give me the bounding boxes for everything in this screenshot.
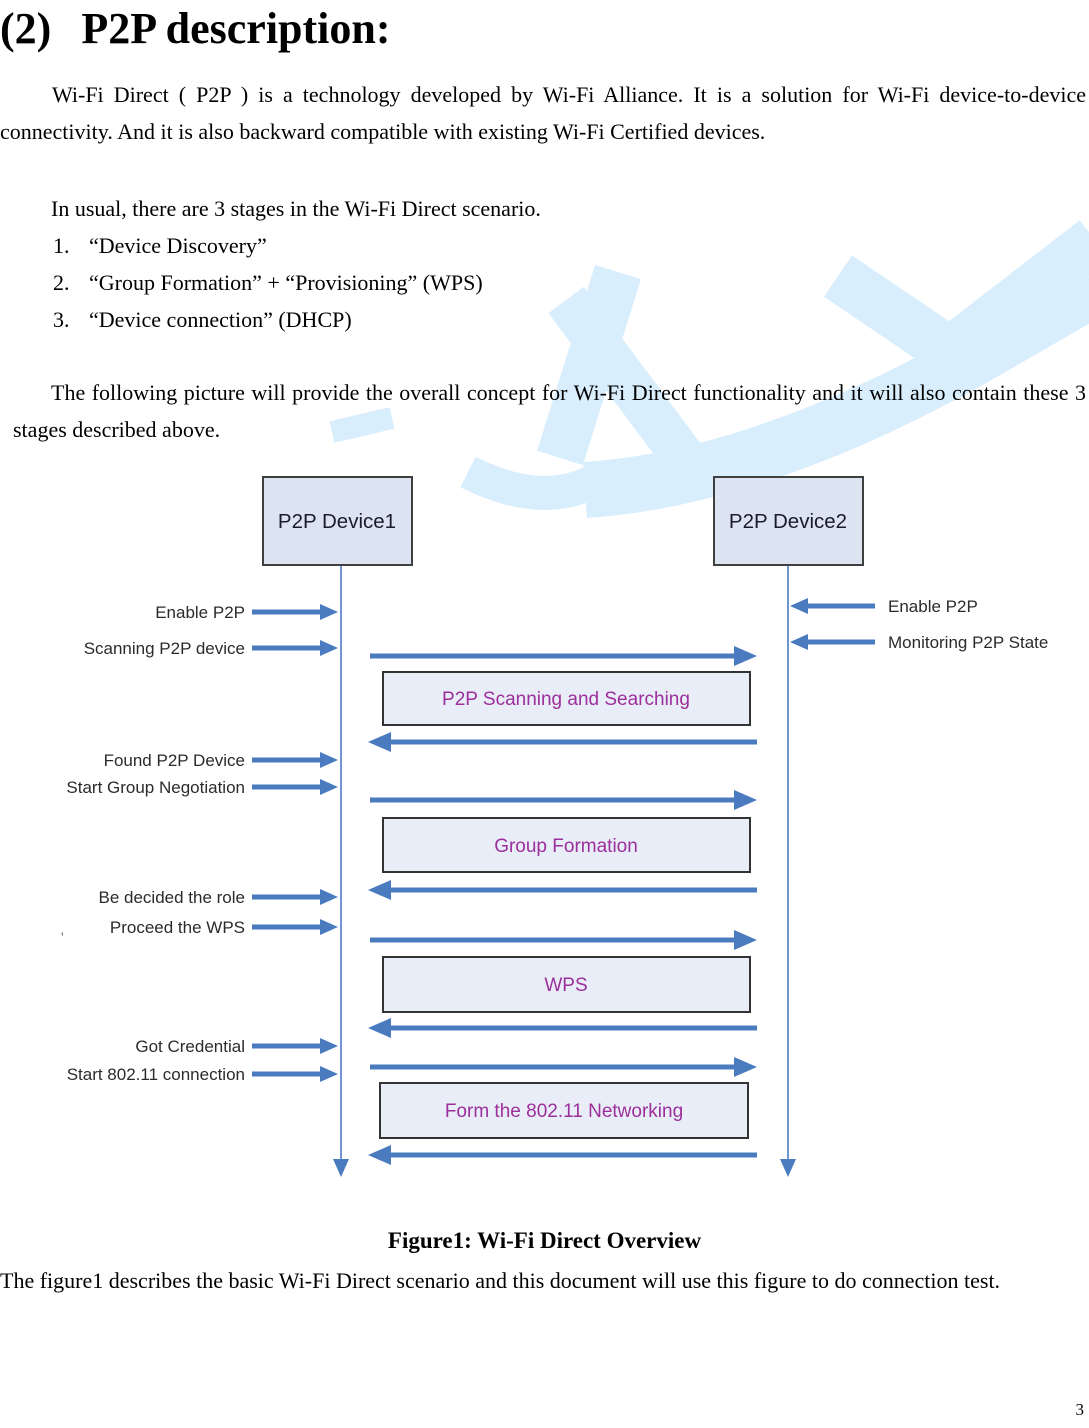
stage-list: 1. “Device Discovery” 2. “Group Formatio… [53, 227, 483, 338]
left-event-arrows [252, 604, 338, 1082]
section-heading: (2) P2P description: [0, 2, 391, 56]
device1-label: P2P Device1 [278, 510, 396, 533]
list-item-number: 3. [53, 307, 70, 332]
list-item-number: 1. [53, 233, 70, 258]
event-label: Enable P2P [888, 597, 978, 616]
paragraph-figure-lead: The following picture will provide the o… [13, 380, 1086, 442]
event-label: Found P2P Device [104, 751, 245, 770]
section-title: P2P description: [81, 4, 391, 53]
stage-box-label: Group Formation [494, 836, 638, 857]
wifi-direct-sequence-diagram: P2P Device1 P2P Device2 Enable P2P Scann… [66, 476, 1048, 1177]
right-event-arrows [790, 598, 875, 650]
left-event-labels: Enable P2P Scanning P2P device Found P2P… [66, 603, 245, 1084]
device1-box: P2P Device1 [262, 476, 413, 566]
list-item-number: 2. [53, 270, 70, 295]
watermark-logo [329, 220, 1089, 518]
section-number: (2) [0, 4, 52, 53]
lifeline-arrowhead-device1 [333, 1159, 349, 1177]
device2-label: P2P Device2 [729, 510, 847, 533]
figure-caption: Figure1: Wi-Fi Direct Overview [387, 1228, 702, 1253]
lifelines [340, 565, 789, 1161]
event-label: Enable P2P [155, 603, 245, 622]
stage-box-group-formation: Group Formation [382, 817, 751, 873]
list-item: 2. “Group Formation” + “Provisioning” (W… [53, 264, 483, 301]
device2-box: P2P Device2 [713, 476, 864, 566]
stage-box-networking: Form the 802.11 Networking [379, 1082, 749, 1139]
event-label: Scanning P2P device [84, 639, 245, 658]
stage-box-scanning: P2P Scanning and Searching [382, 671, 751, 726]
stages-intro-line: In usual, there are 3 stages in the Wi-F… [51, 196, 541, 221]
list-item: 3. “Device connection” (DHCP) [53, 301, 483, 338]
list-item-text: “Group Formation” + “Provisioning” (WPS) [89, 270, 483, 295]
stage-box-label: P2P Scanning and Searching [442, 689, 690, 710]
stage-box-label: Form the 802.11 Networking [445, 1101, 683, 1122]
stage-box-label: WPS [544, 975, 587, 996]
event-label: Monitoring P2P State [888, 633, 1048, 652]
event-label: Start 802.11 connection [67, 1065, 245, 1084]
event-label: Got Credential [135, 1037, 245, 1056]
right-event-labels: Enable P2P Monitoring P2P State [888, 597, 1048, 652]
paragraph-closing: The figure1 describes the basic Wi-Fi Di… [0, 1268, 1001, 1293]
lifeline-arrowhead-device2 [780, 1159, 796, 1177]
stage-box-wps: WPS [382, 956, 751, 1013]
page-number: 3 [1075, 1400, 1085, 1419]
event-label: Proceed the WPS [110, 918, 245, 937]
stray-mark: ' [61, 930, 64, 946]
message-arrows [368, 646, 757, 1165]
event-label: Start Group Negotiation [66, 778, 245, 797]
list-item-text: “Device connection” (DHCP) [89, 307, 352, 332]
list-item: 1. “Device Discovery” [53, 227, 483, 264]
event-label: Be decided the role [99, 888, 246, 907]
paragraph-intro: Wi-Fi Direct ( P2P ) is a technology dev… [0, 82, 1086, 144]
list-item-text: “Device Discovery” [89, 233, 267, 258]
